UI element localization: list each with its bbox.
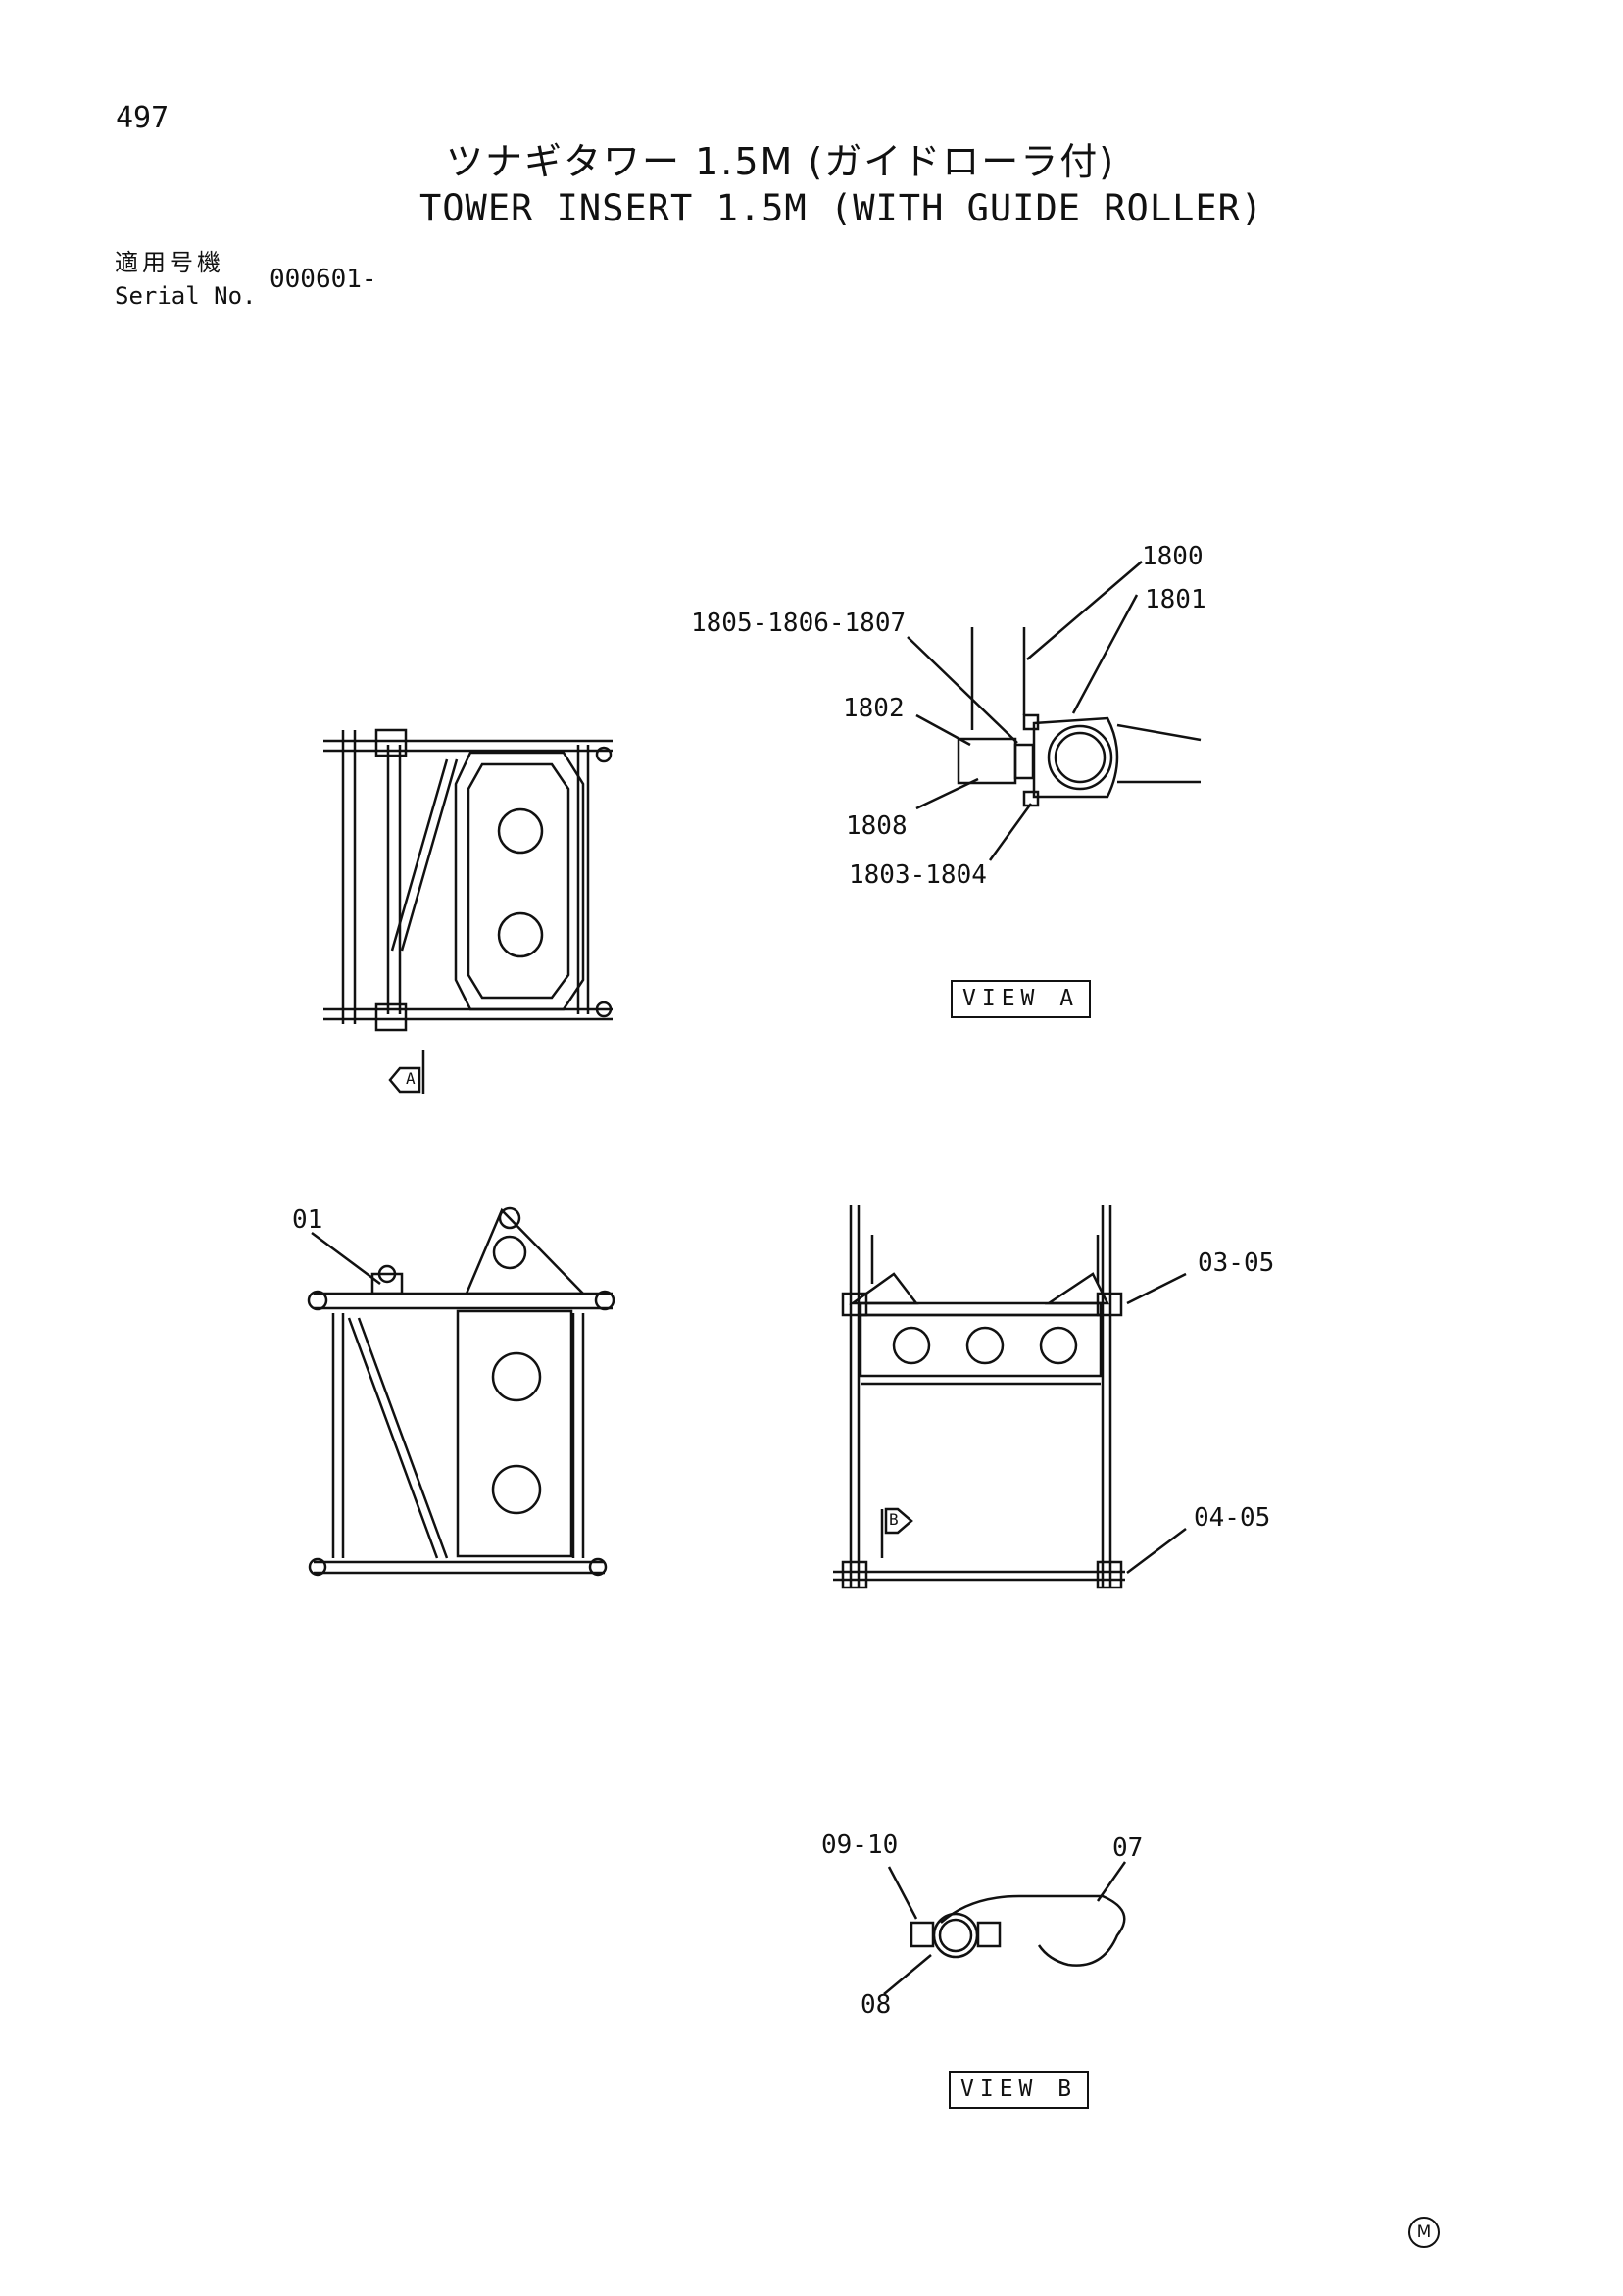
callout-03-05: 03-05 <box>1198 1248 1275 1278</box>
callout-1802: 1802 <box>843 694 905 723</box>
section-marker-a: A <box>406 1069 416 1088</box>
callout-1801: 1801 <box>1145 585 1206 614</box>
section-marker-b: B <box>889 1510 899 1529</box>
serial-label-jp: 適用号機 <box>115 249 224 276</box>
circled-m-icon: M <box>1408 2217 1440 2248</box>
view-a-label: VIEW A <box>951 980 1092 1018</box>
callout-09-10: 09-10 <box>821 1831 899 1860</box>
tower-side-view-top <box>323 728 613 1032</box>
tower-side-view-bottom <box>307 1206 615 1577</box>
tower-front-view <box>833 1205 1187 1589</box>
callout-1803-1804: 1803-1804 <box>849 860 987 890</box>
callout-07: 07 <box>1112 1833 1144 1863</box>
page-number: 497 <box>116 101 170 135</box>
title-english: TOWER INSERT 1.5M (WITH GUIDE ROLLER) <box>419 187 1264 229</box>
view-b-label: VIEW B <box>949 2071 1090 2109</box>
section-arrow-icon <box>388 1050 425 1094</box>
view-a-detail <box>907 561 1202 861</box>
serial-label-en: Serial No. <box>115 282 257 310</box>
title-japanese: ツナギタワー 1.5M (ガイドローラ付) <box>446 140 1116 183</box>
callout-1808: 1808 <box>846 811 908 841</box>
callout-1805-1806-1807: 1805-1806-1807 <box>691 609 907 638</box>
serial-value: 000601- <box>270 265 377 294</box>
callout-1800: 1800 <box>1142 542 1204 571</box>
view-b-detail <box>883 1861 1127 1995</box>
callout-08: 08 <box>861 1990 892 2020</box>
callout-01: 01 <box>292 1205 323 1235</box>
callout-04-05: 04-05 <box>1194 1503 1271 1533</box>
